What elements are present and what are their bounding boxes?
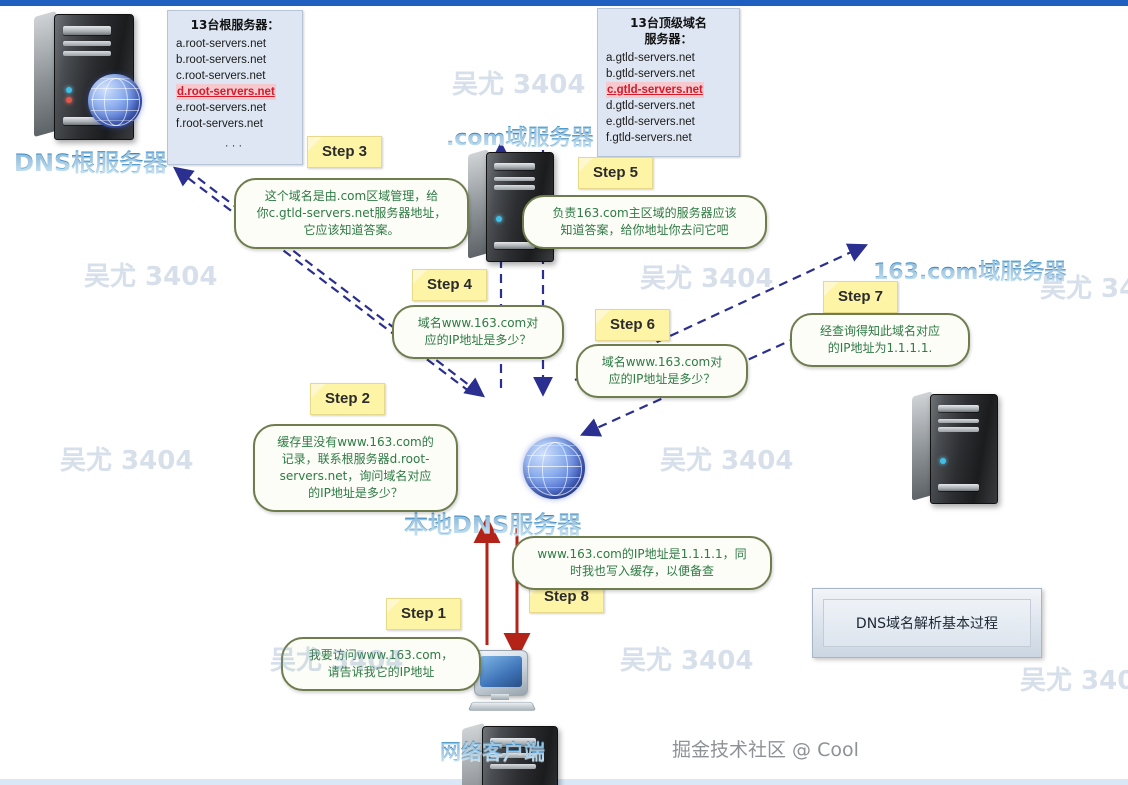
step-1-bubble: 我要访问www.163.com， 请告诉我它的IP地址: [281, 637, 481, 691]
local-dns-server-icon: [462, 722, 582, 785]
com-domain-server-label: .com域服务器: [446, 120, 593, 152]
globe-icon-local: [523, 437, 585, 499]
step-4-bubble-line1: 域名www.163.com对: [417, 316, 539, 330]
legend-plate-inner: DNS域名解析基本过程: [823, 599, 1031, 647]
step-tab-3: Step 3: [307, 136, 383, 168]
dns-root-server-label: DNS根服务器: [14, 143, 167, 178]
step-2-bubble-line2: 记录，联系根服务器d.root-: [281, 452, 430, 466]
gtld-servers-list-item: f.gtld-servers.net: [606, 132, 692, 144]
legend-plate: DNS域名解析基本过程: [812, 588, 1042, 658]
server-side-panel: [34, 10, 56, 138]
root-servers-list-ellipsis: ···: [224, 140, 246, 152]
server-side-panel: [912, 391, 932, 501]
root-servers-list-item: a.root-servers.net: [176, 38, 267, 50]
root-servers-list-item-highlighted: d.root-servers.net: [176, 84, 276, 100]
step-2-bubble-line3: servers.net，询问域名对应: [279, 469, 432, 483]
dns-root-server-icon: [34, 10, 154, 140]
step-8-bubble-line1: www.163.com的IP地址是1.1.1.1，同: [537, 547, 747, 561]
step-5-bubble-line2: 知道答案，给你地址你去问它吧: [560, 223, 729, 237]
step-3-bubble: 这个域名是由.com区域管理，给 你c.gtld-servers.net服务器地…: [234, 178, 469, 249]
watermark: 吴尤 3404: [640, 264, 774, 294]
watermark: 吴尤 3404: [620, 646, 754, 676]
step-3-bubble-line3: 它应该知道答案。: [303, 223, 400, 237]
step-tab-2: Step 2: [310, 383, 386, 415]
step-2-bubble: 缓存里没有www.163.com的 记录，联系根服务器d.root- serve…: [253, 424, 458, 512]
gtld-servers-list-item: e.gtld-servers.net: [606, 116, 695, 128]
gtld-servers-list-title-line2: 服务器：: [644, 32, 693, 46]
step-6-bubble-line1: 域名www.163.com对: [601, 355, 723, 369]
gtld-servers-list-item-highlighted: c.gtld-servers.net: [606, 82, 704, 98]
gtld-servers-list: 13台顶级域名 服务器： a.gtld-servers.net b.gtld-s…: [597, 8, 740, 157]
root-servers-list-title: 13台根服务器：: [190, 18, 280, 32]
step-6-bubble-line2: 应的IP地址是多少？: [608, 372, 716, 386]
step-tab-1: Step 1: [386, 598, 462, 630]
step-5-bubble: 负责163.com主区域的服务器应该 知道答案，给你地址你去问它吧: [522, 195, 767, 249]
network-client-label: 网络客户端: [440, 736, 545, 766]
root-servers-list-item: c.root-servers.net: [176, 70, 266, 82]
step-tab-5: Step 5: [578, 157, 654, 189]
step-4-bubble-line2: 应的IP地址是多少？: [424, 333, 532, 347]
watermark: 吴尤 3404: [1020, 666, 1128, 696]
root-servers-list-item: b.root-servers.net: [176, 54, 267, 66]
watermark: 吴尤 3404: [84, 262, 218, 292]
step-2-bubble-line4: 的IP地址是多少？: [308, 486, 403, 500]
watermark: 吴尤 3404: [452, 70, 586, 100]
step-tab-7: Step 7: [823, 281, 899, 313]
step-1-bubble-line2: 请告诉我它的IP地址: [327, 665, 435, 679]
step-3-bubble-line1: 这个域名是由.com区域管理，给: [264, 189, 439, 203]
monitor-stand: [491, 694, 509, 700]
watermark: 吴尤 3404: [60, 446, 194, 476]
step-4-bubble: 域名www.163.com对 应的IP地址是多少？: [392, 305, 564, 359]
step-2-bubble-line1: 缓存里没有www.163.com的: [277, 435, 434, 449]
step-1-bubble-line1: 我要访问www.163.com，: [308, 648, 454, 662]
step-7-bubble: 经查询得知此域名对应 的IP地址为1.1.1.1.: [790, 313, 970, 367]
163-domain-server-label: 163.com域服务器: [873, 254, 1066, 286]
watermark: 吴尤 3404: [660, 446, 794, 476]
top-chrome-strip: [0, 0, 1128, 6]
gtld-servers-list-item: b.gtld-servers.net: [606, 68, 695, 80]
step-tab-6: Step 6: [595, 309, 671, 341]
root-servers-list-item: f.root-servers.net: [176, 118, 263, 130]
step-tab-4: Step 4: [412, 269, 488, 301]
monitor-screen: [480, 656, 522, 687]
server-front-panel: [482, 726, 558, 785]
gtld-servers-list-item: d.gtld-servers.net: [606, 100, 695, 112]
step-7-bubble-line1: 经查询得知此域名对应: [819, 324, 940, 338]
globe-icon-root: [88, 74, 142, 128]
step-7-bubble-line2: 的IP地址为1.1.1.1.: [827, 341, 933, 355]
root-servers-list-item: e.root-servers.net: [176, 102, 267, 114]
root-servers-list: 13台根服务器： a.root-servers.net b.root-serve…: [167, 10, 303, 165]
keyboard-icon: [467, 701, 537, 711]
network-client-icon: [467, 650, 537, 722]
credit-text: 掘金技术社区 @ Cool: [672, 739, 859, 761]
gtld-servers-list-title-line1: 13台顶级域名: [630, 16, 707, 30]
legend-label: DNS域名解析基本过程: [855, 616, 999, 632]
monitor-icon: [474, 650, 528, 696]
step-8-bubble-line2: 时我也写入缓存，以便备查: [569, 564, 714, 578]
server-front-panel: [930, 394, 998, 504]
step-3-bubble-line2: 你c.gtld-servers.net服务器地址，: [256, 206, 447, 220]
step-8-bubble: www.163.com的IP地址是1.1.1.1，同 时我也写入缓存，以便备查: [512, 536, 772, 590]
step-6-bubble: 域名www.163.com对 应的IP地址是多少？: [576, 344, 748, 398]
gtld-servers-list-item: a.gtld-servers.net: [606, 52, 695, 64]
bottom-chrome-strip: [0, 779, 1128, 785]
local-dns-server-label: 本地DNS服务器: [404, 505, 581, 540]
163-domain-server-icon: [912, 391, 1022, 504]
step-5-bubble-line1: 负责163.com主区域的服务器应该: [552, 206, 737, 220]
server-side-panel: [468, 149, 488, 259]
